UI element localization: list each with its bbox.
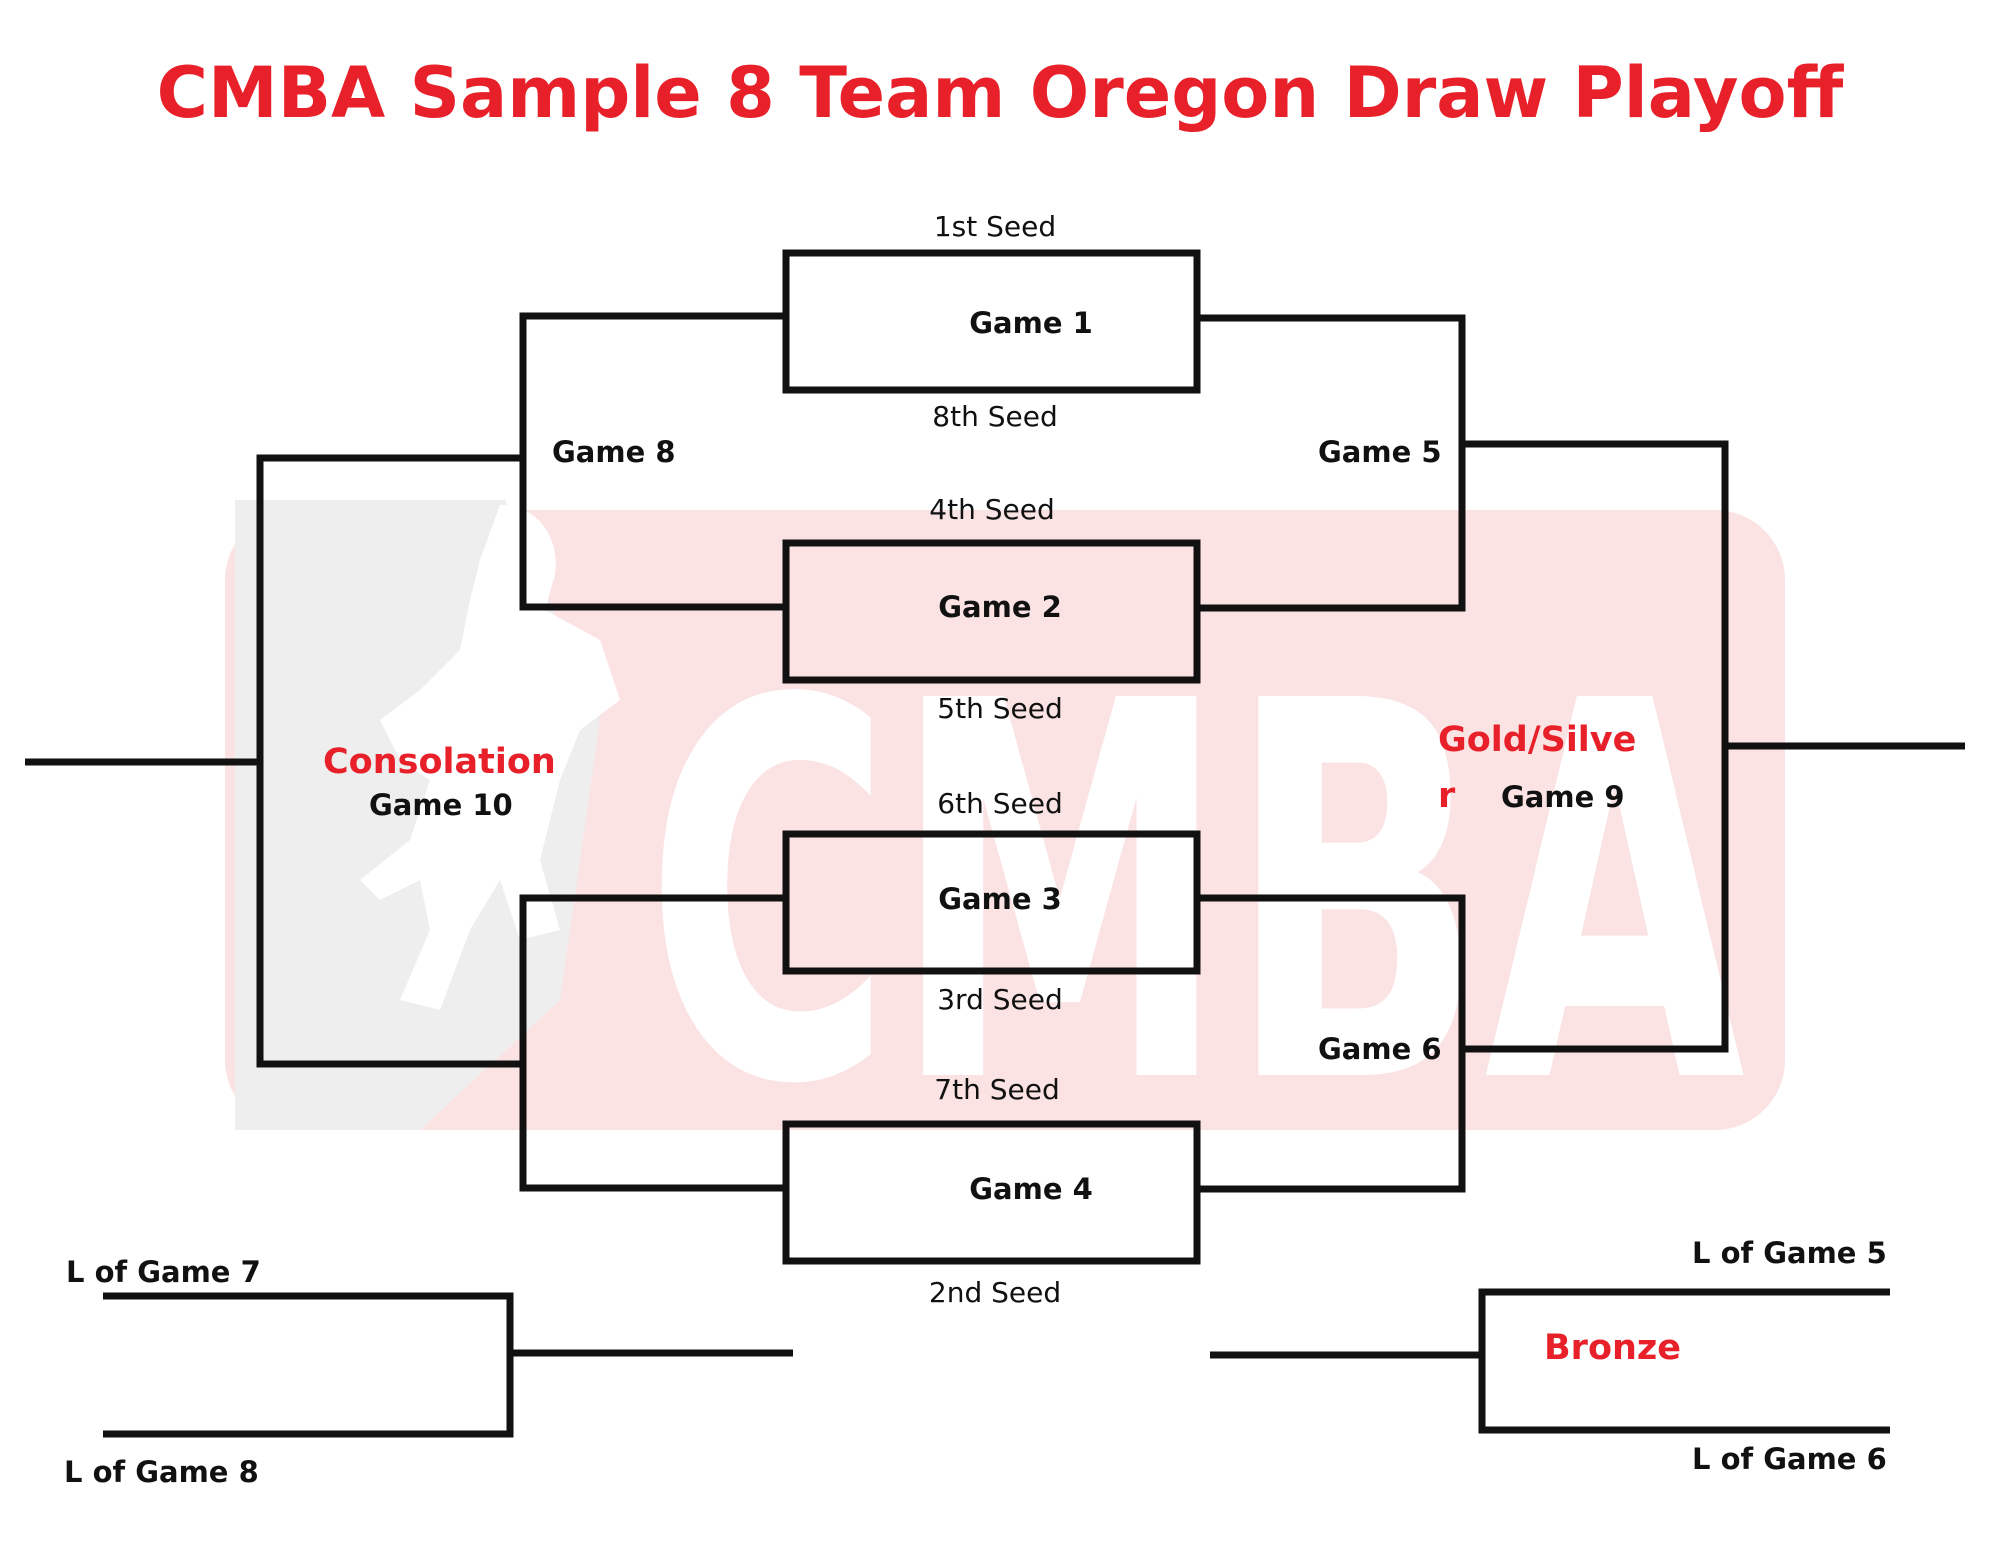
game5-connector: [1197, 314, 1466, 612]
cmba-watermark: CMBA: [225, 500, 1785, 1198]
seed-8: 8th Seed: [932, 400, 1058, 433]
gold-silver-label-line1: Gold/Silve: [1438, 720, 1637, 760]
game10-label: Game 10: [369, 788, 513, 822]
game2-label: Game 2: [938, 590, 1062, 624]
bronze-label: Bronze: [1544, 1328, 1682, 1368]
seed-4: 4th Seed: [929, 493, 1055, 526]
seed-3: 3rd Seed: [937, 983, 1063, 1016]
seed-2: 2nd Seed: [928, 1276, 1062, 1309]
loser-game5-label: L of Game 5: [1692, 1236, 1887, 1270]
game5-label: Game 5: [1318, 435, 1442, 469]
consolation-label: Consolation: [323, 742, 556, 782]
game6-label: Game 6: [1318, 1032, 1442, 1066]
game6-connector: [1197, 894, 1466, 1193]
game9-label: Game 9: [1501, 780, 1625, 814]
game8-label: Game 8: [552, 435, 676, 469]
game4-label: Game 4: [969, 1172, 1093, 1206]
seed-5: 5th Seed: [937, 692, 1063, 725]
game7-connector: [519, 894, 786, 1192]
loser-game7-label: L of Game 7: [66, 1255, 261, 1289]
seed-6: 6th Seed: [937, 787, 1063, 820]
loser-game6-label: L of Game 6: [1692, 1442, 1887, 1476]
bracket-lines: [25, 249, 1965, 1438]
losers-left-connector: [103, 1292, 514, 1438]
bronze-connector: [1478, 1288, 1890, 1434]
seed-1: 1st Seed: [933, 210, 1057, 243]
seed-7: 7th Seed: [934, 1073, 1060, 1106]
loser-game8-label: L of Game 8: [64, 1455, 259, 1489]
game1-label: Game 1: [969, 306, 1093, 340]
game3-label: Game 3: [938, 882, 1062, 916]
game3-box: [782, 830, 1201, 975]
player-silhouette-icon: [360, 505, 620, 1010]
gold-silver-label-line2: r: [1438, 776, 1456, 816]
page-title: CMBA Sample 8 Team Oregon Draw Playoff: [156, 52, 1844, 134]
